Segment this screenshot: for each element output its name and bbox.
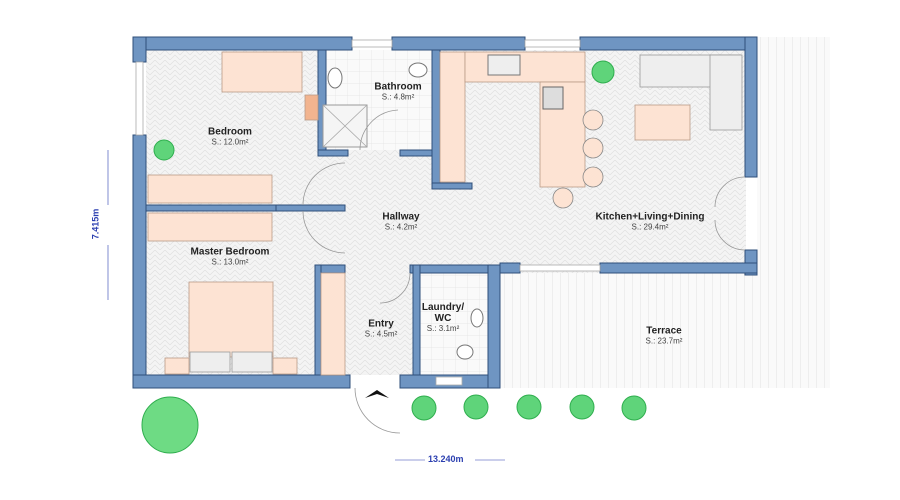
room-area: S.: 4.5m²: [364, 329, 398, 339]
walls: [132, 36, 758, 389]
room-area: S.: 29.4m²: [631, 222, 669, 232]
room-name: Terrace: [646, 325, 682, 337]
furniture: [147, 51, 691, 376]
doors: [302, 109, 746, 434]
plants: [141, 60, 647, 454]
kitchen-sink-icon: [487, 54, 521, 76]
room-name: Bathroom: [374, 81, 422, 93]
terrace-cover: [500, 273, 757, 388]
toilet-icon: [408, 62, 428, 78]
room-area: S.: 23.7m²: [645, 336, 683, 346]
side-deck: [757, 37, 830, 272]
room-name: Hallway: [382, 211, 420, 223]
room-area: S.: 3.1m²: [426, 324, 460, 333]
toilet-icon: [456, 344, 474, 360]
room-name: Kitchen+Living+Dining: [595, 211, 705, 223]
room-name: Bedroom: [208, 126, 252, 138]
height-dimension: 7.415m: [90, 208, 101, 240]
stove-icon: [542, 86, 564, 110]
room-name: Entry: [368, 318, 394, 330]
width-dimension: 13.240m: [428, 454, 464, 464]
room-name: Laundry/ WC: [421, 302, 465, 324]
room-area: S.: 13.0m²: [211, 257, 249, 267]
stools: [552, 109, 604, 209]
sofa: [189, 54, 743, 373]
entry-arrow-icon: [365, 390, 389, 398]
room-area: S.: 4.2m²: [384, 222, 418, 232]
windows: [135, 39, 601, 386]
sink-icon: [327, 67, 343, 89]
sink-icon: [470, 308, 484, 328]
room-area: S.: 4.8m²: [381, 92, 415, 102]
room-area: S.: 12.0m²: [211, 137, 249, 147]
room-name: Master Bedroom: [190, 246, 270, 258]
